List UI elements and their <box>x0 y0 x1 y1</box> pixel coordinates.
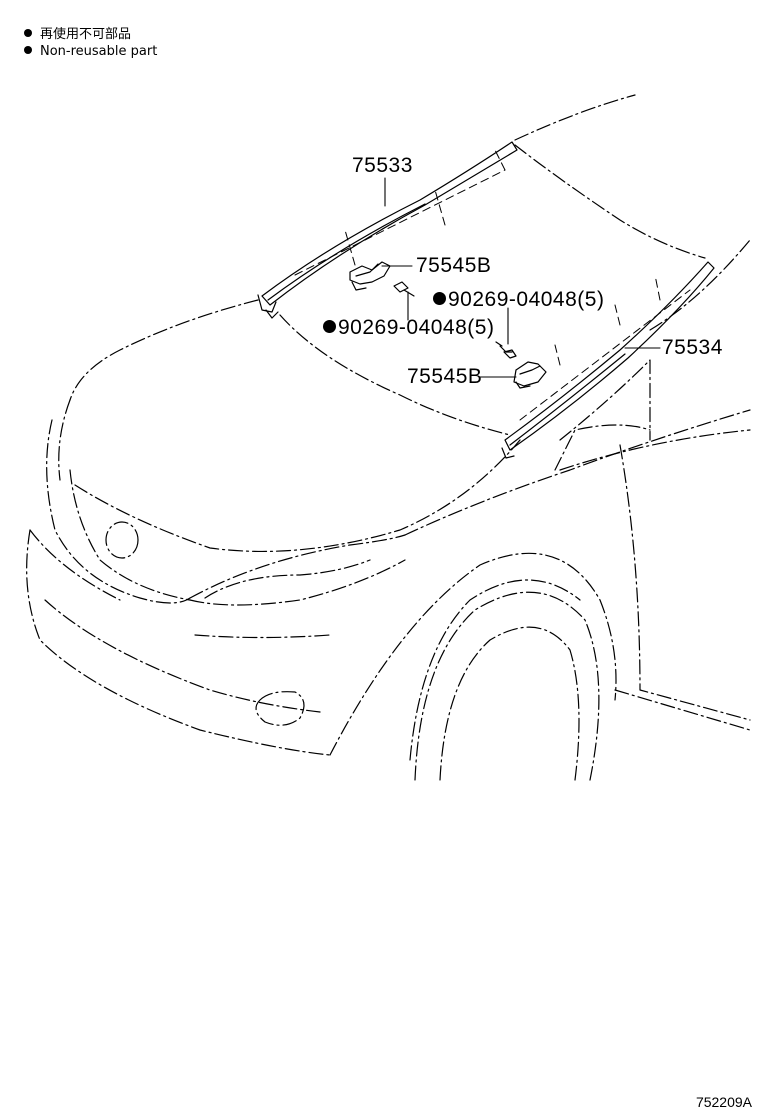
callout-molding-left: 75533 <box>352 154 413 177</box>
hood-side-left <box>59 400 70 480</box>
illustration-number: 752209A <box>695 1094 752 1110</box>
body-side-lower <box>615 690 750 730</box>
side-window <box>650 240 750 330</box>
front-nose-lower <box>30 530 120 600</box>
windshield-lower-edge <box>280 315 510 435</box>
tire-outer <box>415 592 599 780</box>
headlamp-upper <box>190 535 405 598</box>
headlamp-lower <box>190 560 405 605</box>
filled-circle-icon <box>323 320 336 333</box>
hidden-outlines <box>27 95 750 780</box>
legend-text-english: Non-reusable part <box>40 44 158 59</box>
clip-upper-75545B <box>350 262 390 290</box>
screw-lower <box>496 342 516 358</box>
tire-inner <box>440 627 579 780</box>
callout-screw-right-text: 90269-04048(5) <box>448 288 605 311</box>
grille-inner <box>70 470 190 600</box>
mirror-base <box>555 425 650 470</box>
legend-text-japanese: 再使用不可部品 <box>40 27 132 42</box>
molding-75534 <box>502 262 714 458</box>
hood-front-edge <box>70 300 258 400</box>
fender-upper <box>405 410 750 535</box>
filled-circle-icon <box>24 46 32 54</box>
legend-item-japanese: 再使用不可部品 <box>24 27 131 43</box>
front-corner <box>195 635 330 638</box>
body-side <box>620 445 750 720</box>
molding-75533 <box>258 142 517 318</box>
leader-lines <box>382 178 660 377</box>
callout-screw-left-text: 90269-04048(5) <box>338 316 495 339</box>
wheel-arch-inner <box>410 580 580 760</box>
clip-lower-75545B <box>514 362 546 388</box>
callout-screw-left: 90269-04048(5) <box>323 316 494 340</box>
clip-guides <box>295 150 690 420</box>
fender-line <box>560 430 750 470</box>
a-pillar <box>560 360 650 440</box>
hood-center-line <box>75 440 520 551</box>
roof-line <box>515 95 635 140</box>
filled-circle-icon <box>24 29 32 37</box>
emblem <box>105 521 139 559</box>
bumper-lower <box>45 600 320 712</box>
fog-lamp <box>256 692 304 726</box>
filled-circle-icon <box>433 292 446 305</box>
wheel-arch <box>330 553 616 755</box>
headlamp-inner <box>205 560 370 598</box>
grille-outline <box>47 420 190 603</box>
callout-molding-right: 75534 <box>662 336 723 359</box>
windshield-top-edge <box>515 145 705 258</box>
callout-screw-right: 90269-04048(5) <box>433 288 604 312</box>
front-bumper <box>27 530 330 755</box>
screw-upper <box>394 282 414 296</box>
legend-item-english: Non-reusable part <box>24 44 157 60</box>
callout-clip-lower: 75545B <box>407 365 483 388</box>
callout-clip-upper: 75545B <box>416 254 492 277</box>
